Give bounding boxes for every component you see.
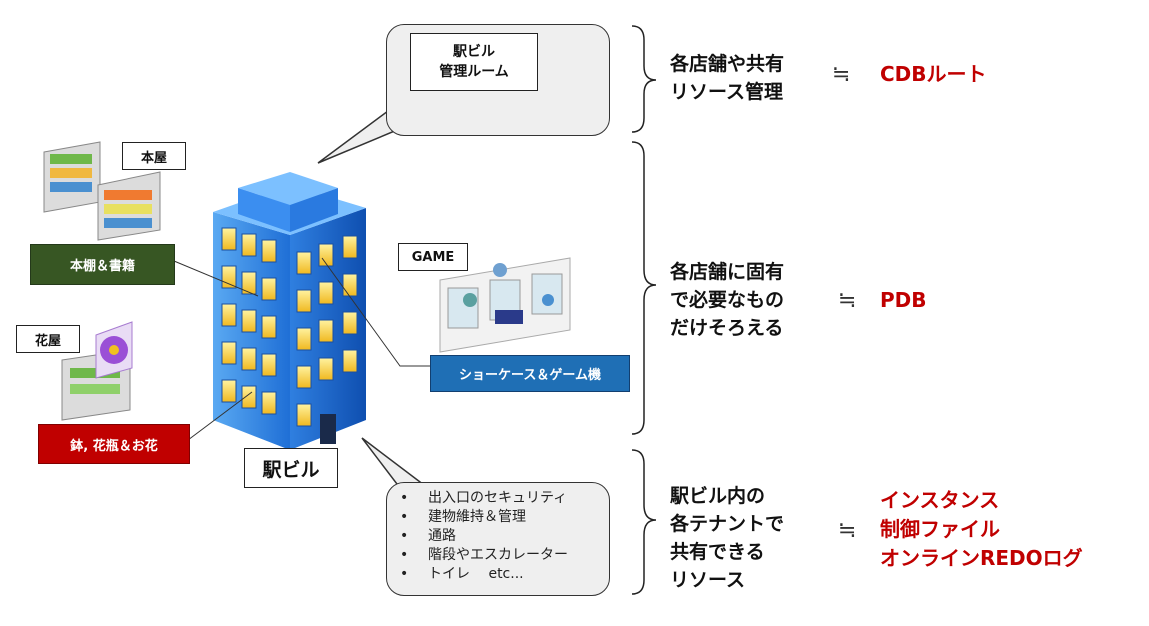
bookshelf-illustration xyxy=(43,141,161,241)
building-illustration xyxy=(213,172,366,450)
brace-pdb xyxy=(631,141,657,435)
mapping-desc-line: リソース xyxy=(670,569,746,591)
term-cdb-root: CDBルート xyxy=(880,62,987,86)
mapping-instance-desc: 駅ビル内の 各テナントで 共有できる リソース xyxy=(670,482,784,594)
term-control-file: 制御ファイル xyxy=(880,517,1000,541)
florist-banner: 鉢, 花瓶＆お花 xyxy=(38,424,190,464)
term-pdb: PDB xyxy=(880,288,927,312)
approx-symbol: ≒ xyxy=(838,518,857,543)
approx-symbol: ≒ xyxy=(838,288,857,313)
building-door xyxy=(320,414,336,444)
list-item: トイレ etc... xyxy=(388,565,568,584)
mapping-desc-line: 各店舗に固有 xyxy=(670,261,785,283)
bookstore-banner: 本棚＆書籍 xyxy=(30,244,175,285)
mapping-desc-line: リソース管理 xyxy=(670,81,784,103)
mapping-desc-line: 駅ビル内の xyxy=(670,485,766,507)
mapping-desc-line: 各店舗や共有 xyxy=(670,53,785,75)
mgmt-room-label: 駅ビル 管理ルーム xyxy=(410,33,538,91)
list-item: 出入口のセキュリティ xyxy=(388,489,568,508)
bookstore-tag: 本屋 xyxy=(122,142,186,170)
mgmt-room-line1: 駅ビル xyxy=(453,44,495,60)
shared-facilities-list: 出入口のセキュリティ 建物維持＆管理 通路 階段やエスカレーター トイレ etc… xyxy=(388,489,568,584)
shared-bubble-tail xyxy=(361,437,431,489)
game-illustration xyxy=(439,257,571,353)
approx-symbol: ≒ xyxy=(832,62,851,87)
connector-game xyxy=(321,257,430,367)
list-item: 階段やエスカレーター xyxy=(388,546,568,565)
list-item: 建物維持＆管理 xyxy=(388,508,568,527)
game-tag: GAME xyxy=(398,243,468,271)
brace-instance xyxy=(631,449,657,595)
mapping-desc-line: 共有できる xyxy=(670,541,765,563)
mapping-pdb-desc: 各店舗に固有 で必要なもの だけそろえる xyxy=(670,258,784,342)
mapping-desc-line: 各テナントで xyxy=(670,513,785,535)
building-label: 駅ビル xyxy=(244,448,338,488)
term-instance: インスタンス xyxy=(880,488,1000,512)
connector-florist xyxy=(187,391,253,441)
brace-cdb xyxy=(631,25,657,133)
game-banner: ショーケース＆ゲーム機 xyxy=(430,355,630,392)
term-instance-list: インスタンス 制御ファイル オンラインREDOログ xyxy=(880,486,1083,573)
mgmt-room-line2: 管理ルーム xyxy=(439,64,509,80)
mapping-desc-line: だけそろえる xyxy=(670,317,784,339)
list-item: 通路 xyxy=(388,527,568,546)
florist-tag: 花屋 xyxy=(16,325,80,353)
mapping-cdb-desc: 各店舗や共有 リソース管理 xyxy=(670,50,784,106)
connector-bookstore xyxy=(173,260,259,297)
mapping-desc-line: で必要なもの xyxy=(670,289,785,311)
term-online-redo-log: オンラインREDOログ xyxy=(880,546,1083,570)
florist-illustration xyxy=(61,321,133,421)
